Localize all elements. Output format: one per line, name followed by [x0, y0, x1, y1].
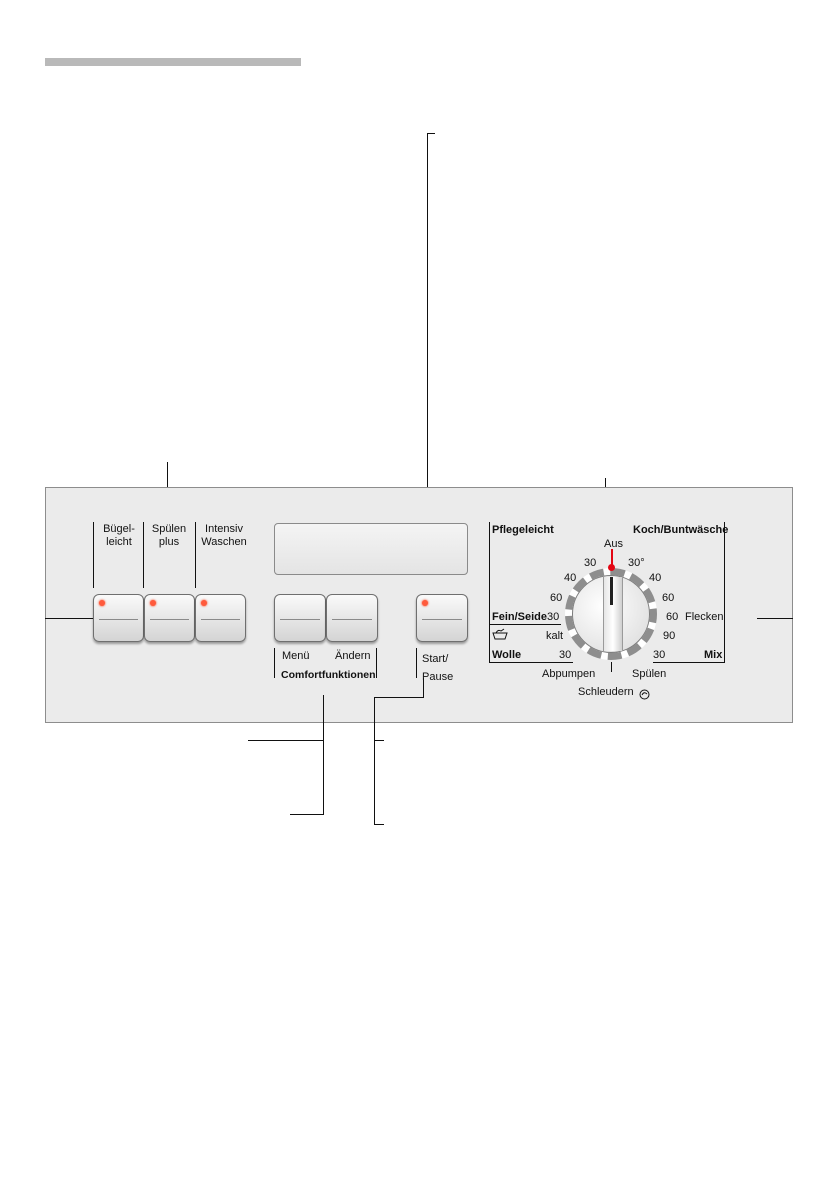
temp-30-left: 30 — [584, 557, 597, 569]
temp-60-right: 60 — [666, 611, 679, 623]
leader-right — [757, 618, 793, 619]
temp-60-left: 60 — [550, 592, 563, 604]
off-label: Aus — [604, 538, 623, 550]
change-button[interactable] — [326, 594, 378, 642]
dial-frame-left — [489, 522, 490, 662]
off-red-marker — [611, 549, 613, 565]
rinse-plus-label: Spülen plus — [151, 523, 187, 548]
rinse-label: Spülen — [632, 668, 667, 680]
dial-pointer — [610, 577, 613, 605]
intensive-label: Intensiv Waschen — [201, 523, 247, 548]
callout-comfort-upper — [248, 740, 324, 741]
handwash-icon — [492, 627, 508, 640]
change-label: Ändern — [335, 650, 371, 662]
callout-comfort-lower — [290, 814, 324, 815]
display-screen — [274, 523, 468, 575]
ironing-button[interactable] — [93, 594, 144, 642]
divider-3 — [195, 522, 196, 588]
start-pause-label: Start/ Pause — [422, 653, 454, 683]
mix-label: Mix — [704, 649, 723, 661]
callout-start-lower — [374, 824, 384, 825]
temp-60-right-top: 60 — [662, 592, 675, 604]
spin-tick — [611, 662, 612, 672]
menu-label: Menü — [282, 650, 310, 662]
divider-1 — [93, 522, 94, 588]
spin-symbol-icon — [639, 687, 650, 700]
temp-90: 90 — [663, 630, 676, 642]
drain-label: Abpumpen — [542, 668, 596, 680]
rinse-led-icon — [150, 600, 156, 606]
ironing-label: Bügel- leicht — [103, 523, 135, 548]
temp-40-left: 40 — [564, 572, 577, 584]
callout-start-connector — [374, 697, 424, 698]
temp-40-right: 40 — [649, 572, 662, 584]
callout-comfort-stem — [323, 695, 324, 814]
stains-label: Flecken — [685, 611, 724, 623]
menu-bracket-right — [376, 648, 377, 678]
callout-line-options — [167, 462, 168, 504]
dial-frame-right — [724, 522, 725, 662]
section-header-bar — [45, 58, 301, 66]
delicate-30: 30 — [547, 611, 560, 623]
cotton-label: Koch/Buntwäsche — [633, 524, 729, 536]
divider-2 — [143, 522, 144, 588]
intensive-led-icon — [201, 600, 207, 606]
wool-label: Wolle — [492, 649, 522, 661]
start-led-icon — [422, 600, 428, 606]
callout-start-stem — [374, 697, 375, 824]
callout-start-drop — [423, 678, 424, 698]
delicate-underline — [489, 624, 561, 625]
start-pause-button[interactable] — [416, 594, 468, 642]
callout-line-display — [427, 133, 428, 553]
off-indicator-icon — [608, 564, 615, 571]
mix-underline — [653, 662, 725, 663]
callout-start-upper — [374, 740, 384, 741]
cold-label: kalt — [546, 630, 564, 642]
mix-30: 30 — [653, 649, 666, 661]
program-dial-grip[interactable] — [603, 577, 623, 651]
intensive-button[interactable] — [195, 594, 246, 642]
leader-left — [45, 618, 93, 619]
callout-tick-display — [427, 133, 435, 134]
ironing-led-icon — [99, 600, 105, 606]
comfort-functions-label: Comfortfunktionen — [281, 669, 376, 681]
temp-30deg: 30° — [628, 557, 645, 569]
spin-label: Schleudern — [578, 686, 634, 698]
start-bracket — [416, 648, 417, 678]
easy-care-label: Pflegeleicht — [492, 524, 554, 536]
delicate-label: Fein/Seide — [492, 611, 548, 623]
menu-button[interactable] — [274, 594, 326, 642]
wool-30: 30 — [559, 649, 572, 661]
wool-underline — [489, 662, 573, 663]
rinse-plus-button[interactable] — [144, 594, 195, 642]
menu-bracket-left — [274, 648, 275, 678]
